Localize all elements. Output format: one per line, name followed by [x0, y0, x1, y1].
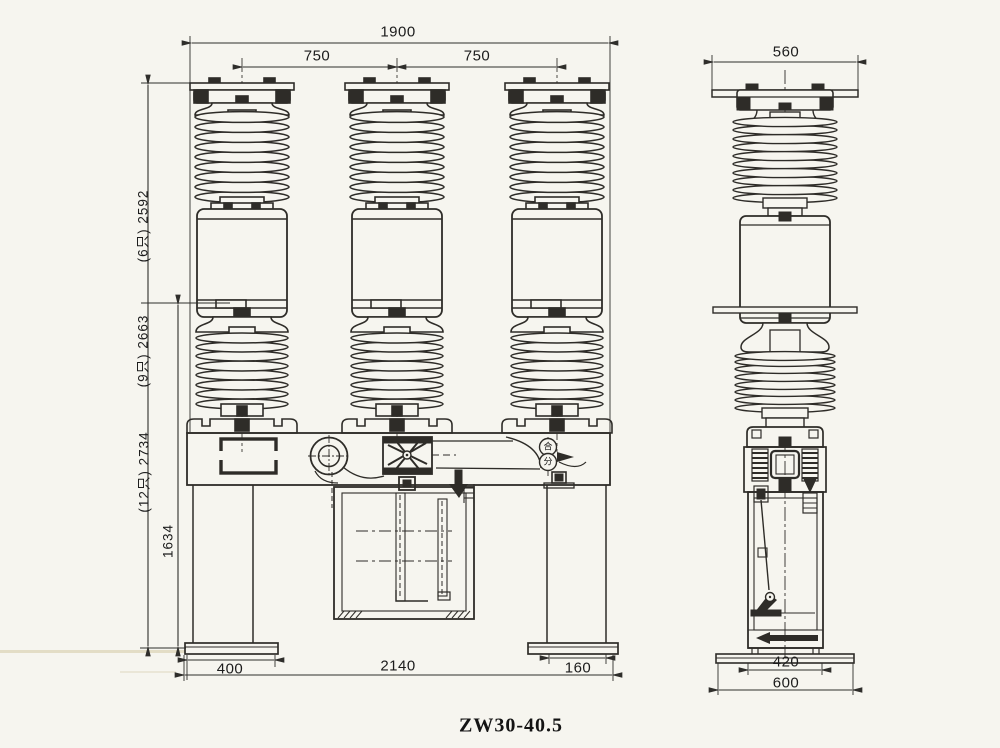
dim-label-base-plate-width: 400 [216, 660, 244, 678]
side-mid-plate [712, 306, 858, 314]
model-title: ZW30-40.5 [459, 714, 563, 737]
base-plate-left [184, 642, 279, 655]
dim-label-top-plate-width: 560 [772, 43, 800, 61]
legs-and-base [184, 485, 619, 655]
direction-arrow [756, 632, 818, 644]
position-indicator-open [538, 452, 558, 472]
base-plate-right [527, 642, 619, 655]
dim-label-leg-width: 160 [564, 659, 592, 677]
frame-junction-box [219, 437, 278, 475]
dim-label-base-width: 600 [772, 674, 800, 692]
pole-right [502, 78, 612, 433]
interlock-linkage [432, 436, 587, 489]
dim-label-base-span: 2140 [380, 657, 416, 675]
dim-label-frame-height: 1634 [160, 523, 176, 559]
dim-label-foot-spacing: 420 [772, 653, 800, 671]
pole-middle [342, 78, 452, 433]
side-mechanism-housing [743, 426, 827, 514]
dim-label-overall-width: 1900 [380, 23, 416, 41]
mechanism-cabinet [333, 469, 475, 620]
frame [186, 432, 611, 508]
pole-left [187, 78, 297, 433]
front-view [184, 58, 619, 655]
dimension-lines [140, 36, 867, 695]
indicator-open-label: 分 [543, 456, 553, 467]
indicator-close-label: 合 [543, 441, 553, 452]
side-cabinet [715, 491, 855, 664]
dim-label-height-9-sheds: (9只) 2663 [135, 314, 151, 388]
scan-artifact-line [120, 671, 176, 673]
dim-label-height-12-sheds: (12只) 2734 [136, 431, 152, 513]
dim-label-pole-pitch-left: 750 [303, 47, 331, 65]
side-view [711, 70, 859, 664]
drive-mechanism-box [382, 436, 433, 491]
operating-shaft-wheel [308, 435, 385, 484]
dim-label-height-6-sheds: (6只) 2592 [135, 189, 151, 263]
scan-artifact-line [0, 650, 186, 653]
dim-label-pole-pitch-right: 750 [463, 47, 491, 65]
